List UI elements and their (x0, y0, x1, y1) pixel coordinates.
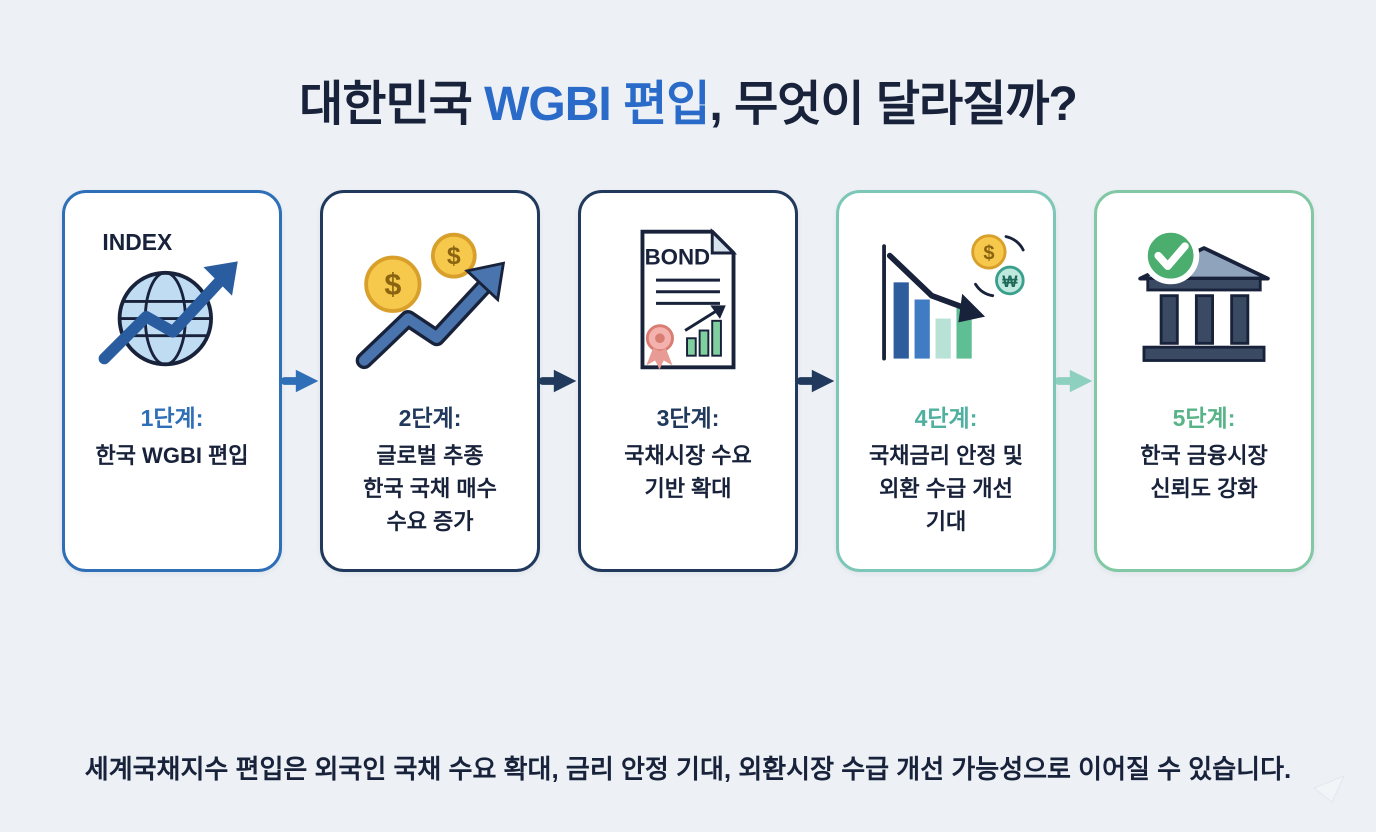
bond-label: BOND (645, 244, 711, 269)
right-arrow-icon (1056, 369, 1093, 393)
title-prefix: 대한민국 (299, 78, 485, 131)
flow-arrow-3 (798, 190, 836, 572)
step-label: 4단계: (914, 405, 978, 431)
step-card-2: $ $ 2단계: 글로벌 추종 한국 국채 매수 수요 증가 (320, 190, 540, 572)
title-highlight: WGBI 편입 (484, 78, 710, 131)
coins-growth-icon: $ $ (349, 215, 511, 383)
flow-arrow-1 (282, 190, 320, 572)
step-card-3: BOND 3단계: 국채시장 수요 기반 확대 (578, 190, 798, 572)
step-label: 2단계: (398, 405, 462, 431)
watermark-cursor-icon (1313, 775, 1345, 803)
step-label: 5단계: (1172, 405, 1236, 431)
step-text-line: 한국 금융시장 (1140, 443, 1268, 468)
dollar-sign: $ (447, 243, 461, 270)
step-text: 국채금리 안정 및 외환 수급 개선 기대 (869, 439, 1023, 538)
step-text: 한국 금융시장 신뢰도 강화 (1140, 439, 1268, 505)
step-text: 국채시장 수요 기반 확대 (624, 439, 752, 505)
title-suffix: , 무엇이 달라질까? (709, 78, 1077, 131)
step-text: 한국 WGBI 편입 (95, 439, 248, 472)
exchange-dollar-sign: $ (983, 242, 994, 264)
step-text-line: 한국 WGBI 편입 (95, 443, 249, 468)
step-card-1: INDEX 1단계: 한국 WGBI 편입 (62, 190, 282, 572)
page-title: 대한민국 WGBI 편입, 무엇이 달라질까? (0, 64, 1376, 134)
bank-trust-icon (1123, 215, 1285, 383)
step-text-line: 수요 증가 (386, 509, 474, 534)
step-text-line: 한국 국채 매수 (363, 476, 497, 501)
right-arrow-icon (798, 369, 835, 393)
step-card-5: 5단계: 한국 금융시장 신뢰도 강화 (1094, 190, 1314, 572)
step-text: 글로벌 추종 한국 국채 매수 수요 증가 (363, 439, 497, 538)
step-card-4: $ ₩ 4단계: 국채금리 안정 및 외환 수급 개선 기대 (836, 190, 1056, 572)
index-label: INDEX (102, 228, 173, 254)
steps-row: INDEX 1단계: 한국 WGBI 편입 $ (0, 190, 1376, 572)
step-label: 3단계: (656, 405, 720, 431)
step-text-line: 글로벌 추종 (376, 443, 484, 468)
dollar-sign: $ (384, 267, 401, 301)
step-text-line: 신뢰도 강화 (1150, 476, 1258, 501)
flow-arrow-4 (1056, 190, 1094, 572)
bond-document-icon: BOND (613, 215, 763, 383)
flow-arrow-2 (540, 190, 578, 572)
rate-stability-exchange-icon: $ ₩ (865, 215, 1027, 383)
step-text-line: 국채금리 안정 및 (869, 443, 1023, 468)
step-text-line: 외환 수급 개선 (879, 476, 1013, 501)
right-arrow-icon (282, 369, 319, 393)
right-arrow-icon (540, 369, 577, 393)
step-label: 1단계: (140, 405, 204, 431)
step-text-line: 국채시장 수요 (624, 443, 752, 468)
exchange-won-sign: ₩ (1002, 273, 1018, 291)
step-text-line: 기반 확대 (644, 476, 732, 501)
step-text-line: 기대 (925, 509, 967, 534)
globe-index-icon: INDEX (91, 215, 253, 383)
